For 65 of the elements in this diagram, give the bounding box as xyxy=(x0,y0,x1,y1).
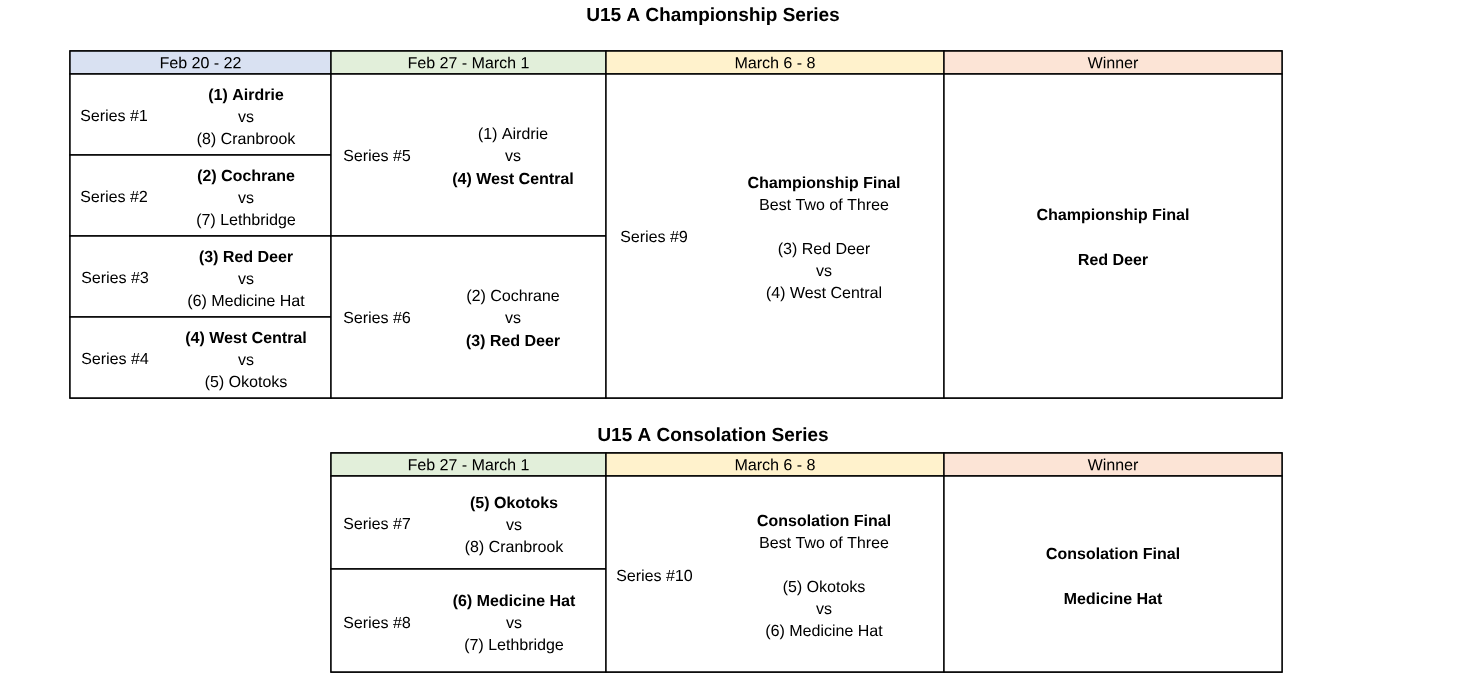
header-cell: Winner xyxy=(943,452,1283,477)
team-name: (3) Red Deer xyxy=(778,242,870,258)
versus-text: vs xyxy=(816,267,832,277)
team-name: (8) Cranbrook xyxy=(197,132,296,148)
team-name: (6) Medicine Hat xyxy=(453,594,576,610)
round-name: Championship Final xyxy=(1037,208,1189,224)
bracket-cell xyxy=(943,73,1283,399)
versus-text: vs xyxy=(505,314,521,324)
versus-text: vs xyxy=(238,356,254,366)
team-name: (1) Airdrie xyxy=(478,127,548,143)
team-name: (5) Okotoks xyxy=(205,375,287,391)
header-cell: Winner xyxy=(943,50,1283,75)
table-heading: U15 A Championship Series xyxy=(587,7,839,25)
series-label: Series #1 xyxy=(80,109,147,122)
series-label: Series #3 xyxy=(81,271,149,284)
header-cell: Feb 20 - 22 xyxy=(69,50,332,75)
series-label: Series #9 xyxy=(620,230,687,243)
header-cell: Feb 27 - March 1 xyxy=(330,452,607,477)
team-name: (3) Red Deer xyxy=(199,250,293,266)
format-note: Best Two of Three xyxy=(760,198,889,211)
series-label: Series #2 xyxy=(80,190,147,203)
bracket-cell xyxy=(69,235,332,318)
series-label: Series #6 xyxy=(343,311,411,324)
team-name: (2) Cochrane xyxy=(467,289,559,305)
series-label: Series #4 xyxy=(81,352,149,365)
round-name: Consolation Final xyxy=(757,514,890,527)
series-label: Series #7 xyxy=(343,517,410,530)
bracket-cell xyxy=(69,73,332,156)
series-label: Series #8 xyxy=(343,616,411,629)
bracket-cell xyxy=(330,568,607,673)
versus-text: vs xyxy=(238,113,254,123)
team-name: (6) Medicine Hat xyxy=(766,624,883,640)
team-name: (4) West Central xyxy=(453,172,573,188)
header-cell: March 6 - 8 xyxy=(605,452,945,477)
versus-text: vs xyxy=(506,619,522,629)
round-name: Consolation Final xyxy=(1046,547,1179,560)
series-label: Series #10 xyxy=(616,569,693,582)
bracket-cell xyxy=(69,154,332,237)
team-name: (7) Lethbridge xyxy=(197,213,296,229)
versus-text: vs xyxy=(238,275,254,285)
team-name: (6) Medicine Hat xyxy=(188,294,305,310)
winner-name: Medicine Hat xyxy=(1064,592,1163,605)
bracket-cell xyxy=(330,475,607,570)
team-name: (3) Red Deer xyxy=(466,334,560,350)
header-cell: Feb 27 - March 1 xyxy=(330,50,607,75)
team-name: (5) Okotoks xyxy=(783,580,865,596)
versus-text: vs xyxy=(505,152,521,162)
team-name: (4) West Central xyxy=(186,331,306,347)
versus-text: vs xyxy=(238,194,254,204)
round-name: Championship Final xyxy=(748,176,900,192)
team-name: (1) Airdrie xyxy=(209,88,284,104)
series-label: Series #5 xyxy=(343,149,411,162)
versus-text: vs xyxy=(506,521,522,531)
team-name: (7) Lethbridge xyxy=(465,638,564,654)
bracket-cell xyxy=(943,475,1283,673)
bracket-cell xyxy=(69,316,332,399)
table-heading: U15 A Consolation Series xyxy=(598,427,828,442)
versus-text: vs xyxy=(816,605,832,615)
format-note: Best Two of Three xyxy=(760,536,889,549)
team-name: (5) Okotoks xyxy=(470,496,558,512)
team-name: (8) Cranbrook xyxy=(465,540,564,556)
team-name: (4) West Central xyxy=(766,286,881,302)
header-cell: March 6 - 8 xyxy=(605,50,945,75)
team-name: (2) Cochrane xyxy=(197,169,295,185)
winner-name: Red Deer xyxy=(1078,253,1148,266)
